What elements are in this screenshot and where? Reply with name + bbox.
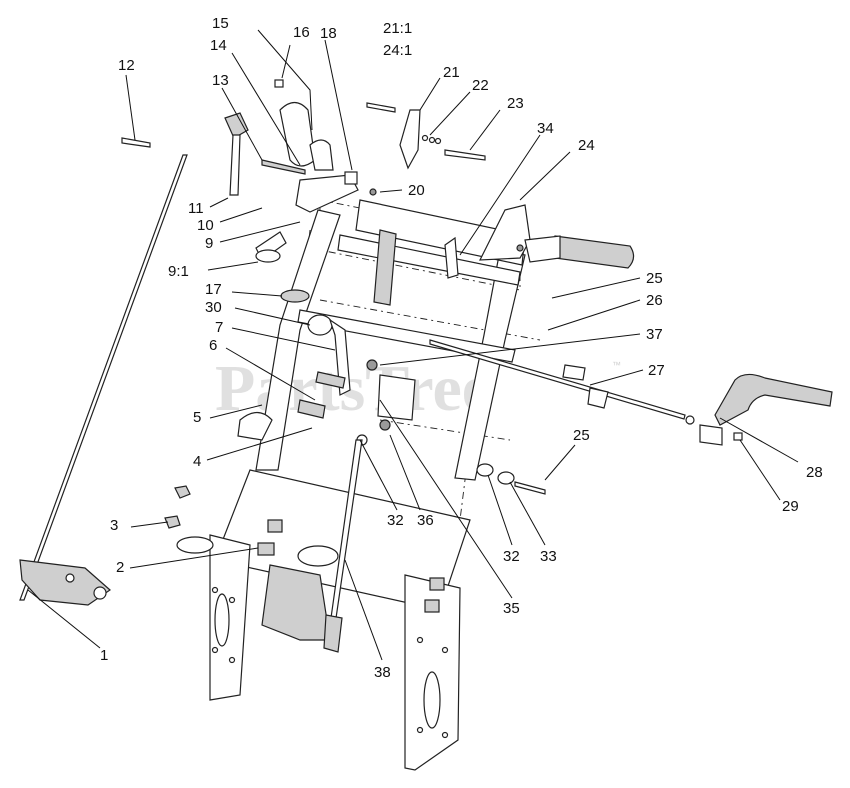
callout-36: 36 [417,512,434,529]
callout-1: 1 [100,647,108,664]
callout-24-1: 24:1 [383,42,412,59]
right-pin-assembly [366,102,486,279]
callout-labels: 15 16 18 21:1 24:1 14 12 13 21 22 23 34 … [100,15,823,681]
callout-22: 22 [472,77,489,94]
callout-2: 2 [116,559,124,576]
callout-17: 17 [205,281,222,298]
callout-12: 12 [118,57,135,74]
callout-10: 10 [197,217,214,234]
callout-15: 15 [212,15,229,32]
callout-16: 16 [293,24,310,41]
control-rod [19,154,188,606]
callout-32-left: 32 [387,512,404,529]
upper-lever [121,79,359,263]
callout-26: 26 [646,292,663,309]
callout-30: 30 [205,299,222,316]
callout-25-upper: 25 [646,270,663,287]
callout-35: 35 [503,600,520,617]
callout-27: 27 [648,362,665,379]
watermark-trademark: ™ [612,360,621,370]
callout-25-lower: 25 [573,427,590,444]
callout-29: 29 [782,498,799,515]
callout-9-1: 9:1 [168,263,189,280]
center-linkage [237,289,416,653]
callout-6: 6 [209,337,217,354]
callout-23: 23 [507,95,524,112]
lower-right-rod [429,339,833,446]
callout-32-right: 32 [503,548,520,565]
callout-21: 21 [443,64,460,81]
callout-33: 33 [540,548,557,565]
callout-24: 24 [578,137,595,154]
leader-lines [27,29,799,661]
callout-37: 37 [646,326,663,343]
callout-21-1: 21:1 [383,20,412,37]
callout-28: 28 [806,464,823,481]
callout-9: 9 [205,235,213,252]
callout-5: 5 [193,409,201,426]
right-handle [479,204,635,269]
callout-7: 7 [215,319,223,336]
callout-14: 14 [210,37,227,54]
lower-hardware [164,463,546,613]
callout-4: 4 [193,453,201,470]
callout-13: 13 [212,72,229,89]
callout-18: 18 [320,25,337,42]
callout-38: 38 [374,664,391,681]
callout-3: 3 [110,517,118,534]
callout-34: 34 [537,120,554,137]
callout-20: 20 [408,182,425,199]
callout-11: 11 [188,200,204,217]
